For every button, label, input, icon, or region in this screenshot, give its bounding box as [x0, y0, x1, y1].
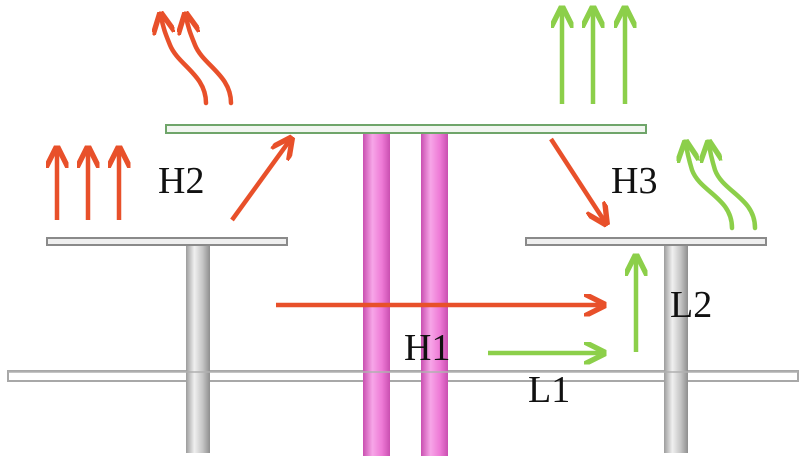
- label-l1: L1: [528, 369, 570, 411]
- red-wavy-arrows-top: [161, 16, 234, 106]
- bottom-rail: [7, 370, 799, 382]
- wavy-up-arrow-icon: [709, 144, 758, 231]
- red-diagonal-arrow-h3: [549, 137, 605, 222]
- pink-column-left: [363, 128, 390, 456]
- right-plate: [525, 237, 767, 246]
- wavy-up-arrow-icon: [186, 16, 234, 106]
- red-diagonal-arrow-h2: [230, 140, 290, 222]
- label-h3: H3: [611, 160, 657, 202]
- top-plate: [165, 124, 647, 134]
- red-up-arrows-left: [57, 150, 119, 220]
- green-wavy-arrows-right: [686, 144, 758, 231]
- label-h2: H2: [158, 160, 204, 202]
- gray-column-left: [186, 245, 210, 453]
- gray-column-right: [664, 245, 688, 453]
- left-plate: [46, 237, 288, 246]
- label-h1: H1: [404, 327, 450, 369]
- green-up-arrows-top: [562, 10, 625, 104]
- pink-column-right: [421, 128, 448, 456]
- wavy-up-arrow-icon: [686, 144, 735, 231]
- label-l2: L2: [670, 284, 712, 326]
- wavy-up-arrow-icon: [161, 16, 209, 106]
